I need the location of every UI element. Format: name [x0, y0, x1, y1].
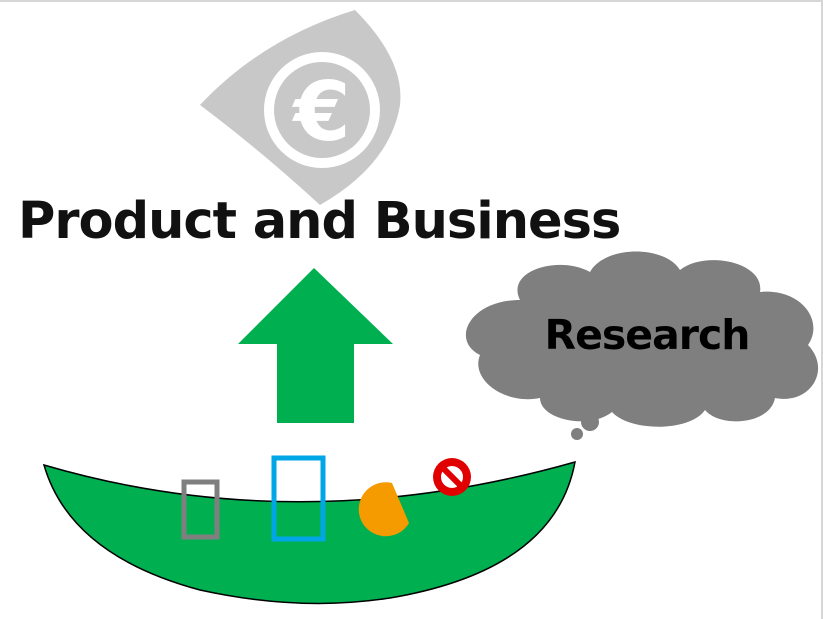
research-cloud — [465, 251, 819, 440]
no-entry-icon — [433, 458, 471, 496]
cloud-bubble-small — [571, 428, 583, 440]
up-arrow-icon — [238, 268, 393, 423]
bowl-icon — [42, 460, 576, 605]
cloud-label: Research — [544, 311, 751, 359]
cloud-bubble-large — [581, 413, 599, 431]
euro-eye-icon: € — [200, 10, 401, 205]
right-border — [821, 0, 823, 619]
euro-coin-inner — [274, 62, 370, 158]
cloud-shape — [465, 251, 819, 427]
orange-pie-icon — [358, 482, 409, 537]
grey-box-icon — [181, 479, 220, 540]
blue-box-icon — [271, 455, 326, 542]
top-border — [0, 0, 823, 2]
euro-glyph: € — [291, 65, 350, 160]
page-title: Product and Business — [18, 192, 621, 251]
